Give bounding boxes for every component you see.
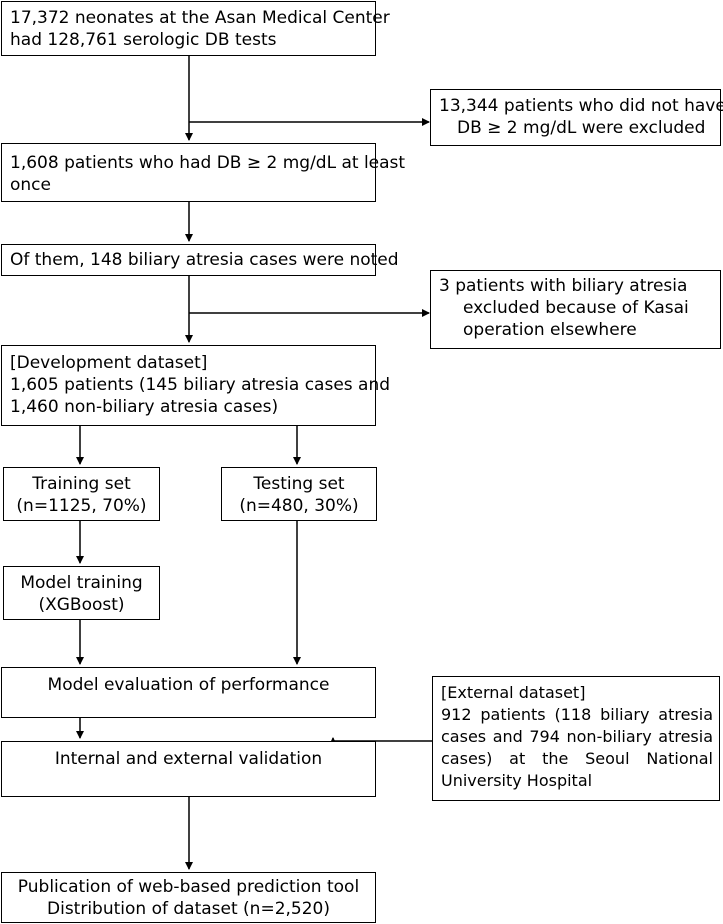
db-positive-box: 1,608 patients who had DB ≥ 2 mg/dL at l… [1, 143, 406, 202]
testing-box: Testing set (n=480, 30%) [221, 467, 377, 521]
start-line-1: 17,372 neonates at the Asan Medical Cent… [10, 8, 390, 28]
excluded-kasai-line-3: operation elsewhere [463, 320, 637, 340]
db-positive-line-1: 1,608 patients who had DB ≥ 2 mg/dL at l… [10, 153, 406, 173]
publication-box: Publication of web-based prediction tool… [1, 872, 376, 923]
external-line-3: cases and 794 non-biliary atresia [441, 727, 713, 746]
evaluation-box: Model evaluation of performance [1, 667, 376, 718]
ba-cases-line-1: Of them, 148 biliary atresia cases were … [10, 250, 399, 270]
training-box: Training set (n=1125, 70%) [3, 467, 160, 521]
model-training-line-1: Model training [20, 573, 143, 593]
publication-line-1: Publication of web-based prediction tool [17, 877, 360, 897]
development-line-2: 1,605 patients (145 biliary atresia case… [10, 375, 391, 395]
external-box: [External dataset] 912 patients (118 bil… [432, 676, 720, 801]
model-training-line-2: (XGBoost) [38, 595, 125, 615]
excluded-kasai-line-1: 3 patients with biliary atresia [439, 276, 688, 296]
validation-box: Internal and external validation [1, 741, 376, 797]
excluded-db-line-1: 13,344 patients who did not have [439, 96, 723, 116]
db-positive-line-2: once [10, 175, 51, 195]
external-line-2: 912 patients (118 biliary atresia [441, 705, 713, 724]
external-heading: [External dataset] [441, 683, 586, 702]
start-line-2: had 128,761 serologic DB tests [10, 30, 277, 50]
publication-line-2: Distribution of dataset (n=2,520) [47, 899, 330, 919]
validation-line-1: Internal and external validation [54, 749, 323, 769]
development-line-3: 1,460 non-biliary atresia cases) [10, 397, 279, 417]
excluded-kasai-box: 3 patients with biliary atresia excluded… [430, 270, 721, 349]
external-line-4: cases) at the Seoul National [441, 749, 713, 768]
model-training-box: Model training (XGBoost) [3, 566, 160, 620]
external-line-5: University Hospital [441, 771, 593, 790]
excluded-kasai-line-2: excluded because of Kasai [463, 298, 689, 318]
training-line-2: (n=1125, 70%) [16, 496, 147, 516]
excluded-db-line-2: DB ≥ 2 mg/dL were excluded [457, 118, 706, 138]
testing-line-2: (n=480, 30%) [239, 496, 359, 516]
development-heading: [Development dataset] [10, 353, 208, 373]
development-box: [Development dataset] 1,605 patients (14… [1, 345, 391, 426]
testing-line-1: Testing set [253, 474, 345, 494]
evaluation-line-1: Model evaluation of performance [47, 675, 330, 695]
training-line-1: Training set [32, 474, 131, 494]
ba-cases-box: Of them, 148 biliary atresia cases were … [1, 244, 399, 276]
excluded-db-box: 13,344 patients who did not have DB ≥ 2 … [430, 89, 723, 146]
start-box: 17,372 neonates at the Asan Medical Cent… [1, 1, 390, 56]
